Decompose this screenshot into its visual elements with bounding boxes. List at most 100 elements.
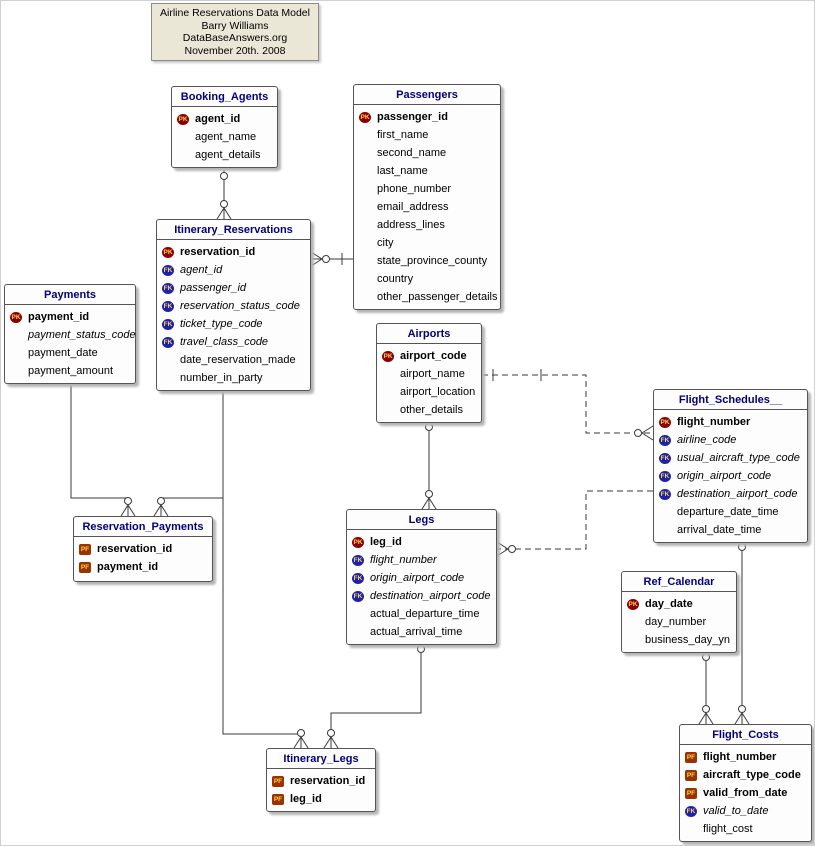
key-spacer	[359, 184, 371, 195]
primary-key-icon: PK	[162, 246, 174, 258]
primary-key-icon: PK	[382, 350, 394, 362]
primary-key-icon: PK	[10, 311, 22, 323]
attribute-name: flight_number	[703, 751, 777, 763]
key-spacer	[627, 635, 639, 646]
foreign-key-icon: FK	[162, 264, 174, 276]
attribute-row: country	[359, 270, 497, 288]
attribute-row: other_passenger_details	[359, 288, 497, 306]
attribute-name: payment_id	[28, 311, 90, 323]
key-spacer	[359, 202, 371, 213]
primary-foreign-key-icon: PF	[79, 561, 91, 573]
key-spacer	[382, 405, 394, 416]
attribute-name: second_name	[377, 147, 447, 159]
attribute-name: aircraft_type_code	[703, 769, 801, 781]
primary-key-icon: PK	[627, 598, 639, 610]
attribute-name: payment_id	[97, 561, 159, 573]
attribute-name: business_day_yn	[645, 634, 731, 646]
attribute-row: payment_date	[10, 344, 132, 362]
attribute-row: city	[359, 234, 497, 252]
key-spacer	[359, 130, 371, 141]
relationship-flight-schedules-flight-costs	[734, 539, 750, 725]
attribute-name: state_province_county	[377, 255, 488, 267]
attribute-row: other_details	[382, 401, 478, 419]
primary-foreign-key-icon: PF	[79, 543, 91, 555]
foreign-key-icon: FK	[659, 470, 671, 482]
relationship-airports-flight-schedules	[482, 369, 654, 441]
key-spacer	[10, 366, 22, 377]
attribute-name: last_name	[377, 165, 428, 177]
attribute-row: actual_departure_time	[352, 605, 493, 623]
key-spacer	[685, 824, 697, 835]
key-spacer	[352, 627, 364, 638]
attribute-row: PF payment_id	[79, 558, 209, 576]
attribute-name: agent_id	[195, 113, 241, 125]
attribute-name: usual_aircraft_type_code	[677, 452, 800, 464]
attribute-name: flight_cost	[703, 823, 753, 835]
foreign-key-icon: FK	[685, 805, 697, 817]
relationship-airports-legs	[421, 419, 437, 510]
attribute-name: airline_code	[677, 434, 737, 446]
relationship-flight-schedules-legs	[496, 490, 653, 557]
key-spacer	[359, 238, 371, 249]
attribute-row: last_name	[359, 162, 497, 180]
foreign-key-icon: FK	[659, 434, 671, 446]
foreign-key-icon: FK	[352, 554, 364, 566]
attribute-name: origin_airport_code	[677, 470, 772, 482]
attribute-name: country	[377, 273, 414, 285]
relationship-itinerary-reservations-itinerary-legs	[222, 498, 309, 749]
entity-title: Itinerary_Legs	[267, 749, 375, 769]
key-spacer	[359, 220, 371, 231]
key-spacer	[359, 256, 371, 267]
primary-foreign-key-icon: PF	[685, 787, 697, 799]
primary-foreign-key-icon: PF	[272, 793, 284, 805]
key-spacer	[177, 132, 189, 143]
entity-title: Airports	[377, 324, 481, 344]
attribute-name: actual_arrival_time	[370, 626, 463, 638]
foreign-key-icon: FK	[352, 572, 364, 584]
key-spacer	[382, 387, 394, 398]
note-line: DataBaseAnswers.org	[182, 32, 288, 44]
foreign-key-icon: FK	[659, 488, 671, 500]
key-spacer	[177, 150, 189, 161]
attribute-row: email_address	[359, 198, 497, 216]
foreign-key-icon: FK	[162, 336, 174, 348]
attribute-name: actual_departure_time	[370, 608, 480, 620]
attribute-row: actual_arrival_time	[352, 623, 493, 641]
attribute-name: phone_number	[377, 183, 452, 195]
primary-key-icon: PK	[659, 416, 671, 428]
attribute-name: payment_amount	[28, 365, 113, 377]
